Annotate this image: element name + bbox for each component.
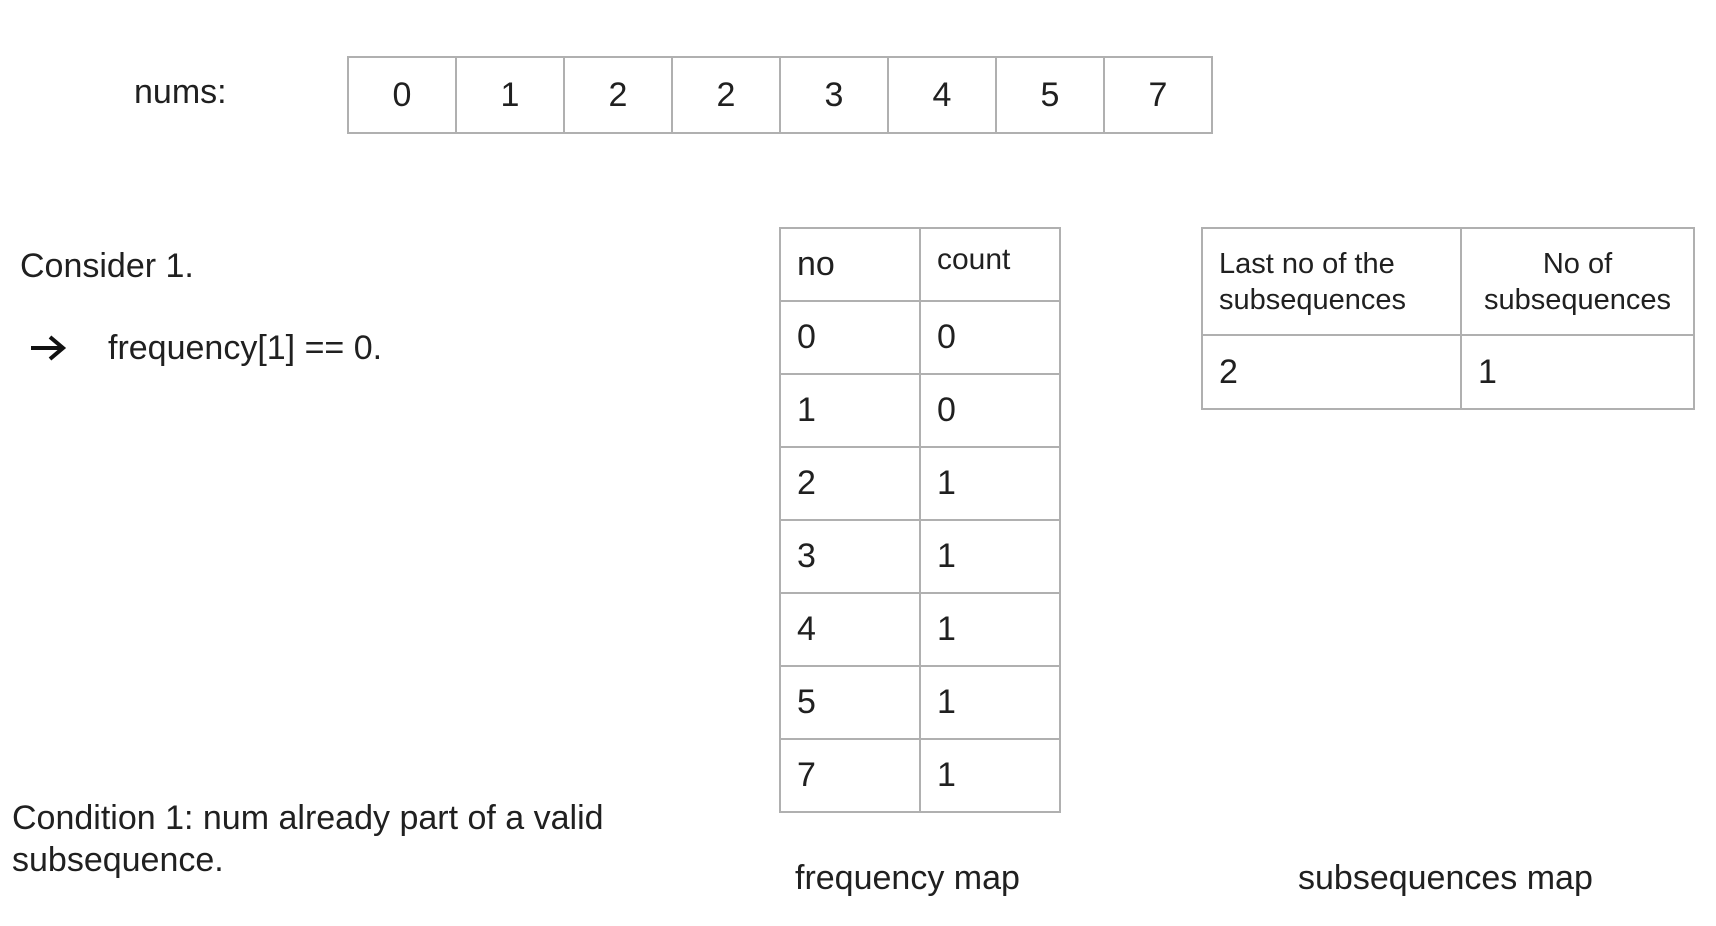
table-cell: 7 xyxy=(779,738,921,813)
step-text: frequency[1] == 0. xyxy=(108,329,383,367)
nums-cell: 1 xyxy=(457,58,565,134)
subsequences-map-caption: subsequences map xyxy=(1298,859,1593,897)
table-cell: 1 xyxy=(919,446,1061,521)
nums-cell: 3 xyxy=(781,58,889,134)
frequency-map-table: no count 0 0 1 0 2 1 3 1 4 1 5 1 7 1 xyxy=(779,227,1061,813)
table-row: 2 1 xyxy=(779,446,1061,521)
table-cell: 1 xyxy=(919,738,1061,813)
table-row: 3 1 xyxy=(779,519,1061,594)
table-cell: 0 xyxy=(779,300,921,375)
header-cell: Last no of the subsequences xyxy=(1201,227,1462,336)
table-row: 5 1 xyxy=(779,665,1061,740)
nums-array: 0 1 2 2 3 4 5 7 xyxy=(347,56,1213,134)
subsequences-map-table: Last no of the subsequences No of subseq… xyxy=(1201,227,1695,410)
table-cell: 1 xyxy=(1460,334,1695,410)
nums-cell: 2 xyxy=(673,58,781,134)
nums-cell: 7 xyxy=(1105,58,1213,134)
right-arrow-icon xyxy=(31,335,67,361)
condition-text: Condition 1: num already part of a valid… xyxy=(12,799,604,879)
frequency-map-caption: frequency map xyxy=(795,859,1020,897)
table-cell: 4 xyxy=(779,592,921,667)
header-cell: no xyxy=(779,227,921,302)
table-row: 0 0 xyxy=(779,300,1061,375)
table-cell: 0 xyxy=(919,300,1061,375)
table-row: 4 1 xyxy=(779,592,1061,667)
step-line: frequency[1] == 0. xyxy=(28,328,382,368)
consider-text: Consider 1. xyxy=(20,247,194,285)
table-row: 2 1 xyxy=(1201,334,1695,410)
nums-cell: 2 xyxy=(565,58,673,134)
nums-cell: 0 xyxy=(349,58,457,134)
table-cell: 0 xyxy=(919,373,1061,448)
table-cell: 1 xyxy=(919,665,1061,740)
table-header-row: no count xyxy=(779,227,1061,302)
table-cell: 1 xyxy=(919,519,1061,594)
table-header-row: Last no of the subsequences No of subseq… xyxy=(1201,227,1695,336)
table-cell: 1 xyxy=(779,373,921,448)
nums-cell: 5 xyxy=(997,58,1105,134)
table-cell: 2 xyxy=(779,446,921,521)
table-cell: 5 xyxy=(779,665,921,740)
nums-label: nums: xyxy=(134,73,227,111)
header-cell: count xyxy=(919,227,1061,302)
table-cell: 3 xyxy=(779,519,921,594)
nums-cell: 4 xyxy=(889,58,997,134)
table-cell: 1 xyxy=(919,592,1061,667)
table-cell: 2 xyxy=(1201,334,1462,410)
header-cell: No of subsequences xyxy=(1460,227,1695,336)
table-row: 1 0 xyxy=(779,373,1061,448)
table-row: 7 1 xyxy=(779,738,1061,813)
